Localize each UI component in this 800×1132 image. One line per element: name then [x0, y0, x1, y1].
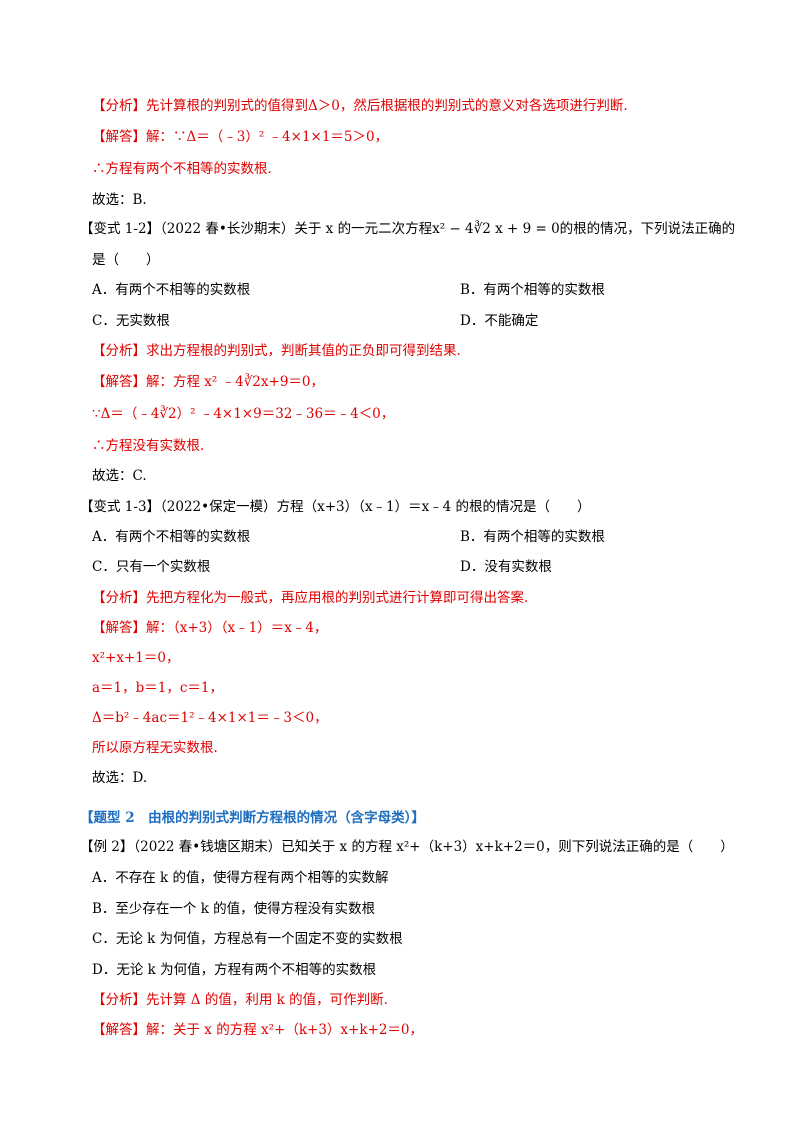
analysis-a: 【分析】先计算根的判别式的值得到Δ＞0，然后根据根的判别式的意义对各选项进行判断… — [92, 98, 628, 114]
variant-1-2-stem: 【变式 1-2】（2022 春•长沙期末）关于 x 的一元二次方程x² − 4∛… — [80, 221, 736, 237]
option-d: D．不能确定 — [460, 313, 539, 329]
option-a: A．有两个不相等的实数根 — [92, 282, 251, 298]
example-2-answer-1: 【解答】解：关于 x 的方程 x²+（k+3）x+k+2＝0， — [92, 1022, 424, 1038]
answer-a-2: ∴方程有两个不相等的实数根. — [92, 161, 272, 177]
example-2-option-d: D．无论 k 为何值，方程有两个不相等的实数根 — [92, 962, 377, 978]
example-2-stem: 【例 2】（2022 春•钱塘区期末）已知关于 x 的方程 x²+（k+3）x+… — [80, 839, 734, 855]
variant-1-3-stem: 【变式 1-3】（2022•保定一模）方程（x+3）（x﹣1）＝x﹣4 的根的情… — [80, 499, 591, 515]
option-d: D．没有实数根 — [460, 559, 552, 575]
option-c: C．只有一个实数根 — [92, 559, 211, 575]
variant-1-2-answer-2: ∵Δ＝（﹣4∛2）² ﹣4×1×9＝32﹣36＝﹣4＜0， — [92, 406, 395, 422]
option-c: C．无实数根 — [92, 313, 170, 329]
variant-1-3-options-row1: A．有两个不相等的实数根 B．有两个相等的实数根 — [92, 527, 732, 547]
example-2-analysis: 【分析】先计算 Δ 的值，利用 k 的值，可作判断. — [92, 992, 388, 1008]
option-b: B．有两个相等的实数根 — [460, 282, 605, 298]
variant-1-3-answer-5: 所以原方程无实数根. — [92, 740, 218, 756]
variant-1-3-answer-1: 【解答】解：（x+3）（x﹣1）＝x﹣4， — [92, 620, 328, 636]
example-2-option-c: C．无论 k 为何值，方程总有一个固定不变的实数根 — [92, 931, 403, 947]
variant-1-3-choose: 故选：D. — [92, 770, 148, 786]
example-2-option-a: A．不存在 k 的值，使得方程有两个相等的实数解 — [92, 870, 389, 886]
option-b: B．有两个相等的实数根 — [460, 529, 605, 545]
variant-1-2-options-row2: C．无实数根 D．不能确定 — [92, 311, 732, 331]
variant-1-3-options-row2: C．只有一个实数根 D．没有实数根 — [92, 557, 732, 577]
choose-a: 故选：B. — [92, 192, 147, 208]
variant-1-2-answer-3: ∴方程没有实数根. — [92, 438, 205, 454]
variant-1-2-stem-cont: 是（ ） — [92, 252, 160, 268]
example-2-option-b: B．至少存在一个 k 的值，使得方程没有实数根 — [92, 901, 376, 917]
option-a: A．有两个不相等的实数根 — [92, 529, 251, 545]
variant-1-3-analysis: 【分析】先把方程化为一般式，再应用根的判别式进行计算即可得出答案. — [92, 590, 529, 606]
variant-1-2-options-row1: A．有两个不相等的实数根 B．有两个相等的实数根 — [92, 280, 732, 300]
variant-1-2-choose: 故选：C. — [92, 468, 147, 484]
variant-1-3-answer-3: a＝1，b＝1，c＝1， — [92, 680, 224, 696]
variant-1-2-answer-1: 【解答】解：方程 x² ﹣4∛2x+9＝0， — [92, 374, 324, 390]
variant-1-3-answer-4: Δ＝b²﹣4ac＝1²﹣4×1×1＝﹣3＜0， — [92, 710, 328, 726]
variant-1-3-answer-2: x²+x+1＝0， — [92, 650, 180, 666]
section-heading-type-2: 【题型 2 由根的判别式判断方程根的情况（含字母类）】 — [80, 810, 425, 826]
answer-a-1: 【解答】解：∵Δ＝（﹣3）² ﹣4×1×1＝5＞0， — [92, 129, 389, 145]
variant-1-2-analysis: 【分析】求出方程根的判别式，判断其值的正负即可得到结果. — [92, 343, 461, 359]
